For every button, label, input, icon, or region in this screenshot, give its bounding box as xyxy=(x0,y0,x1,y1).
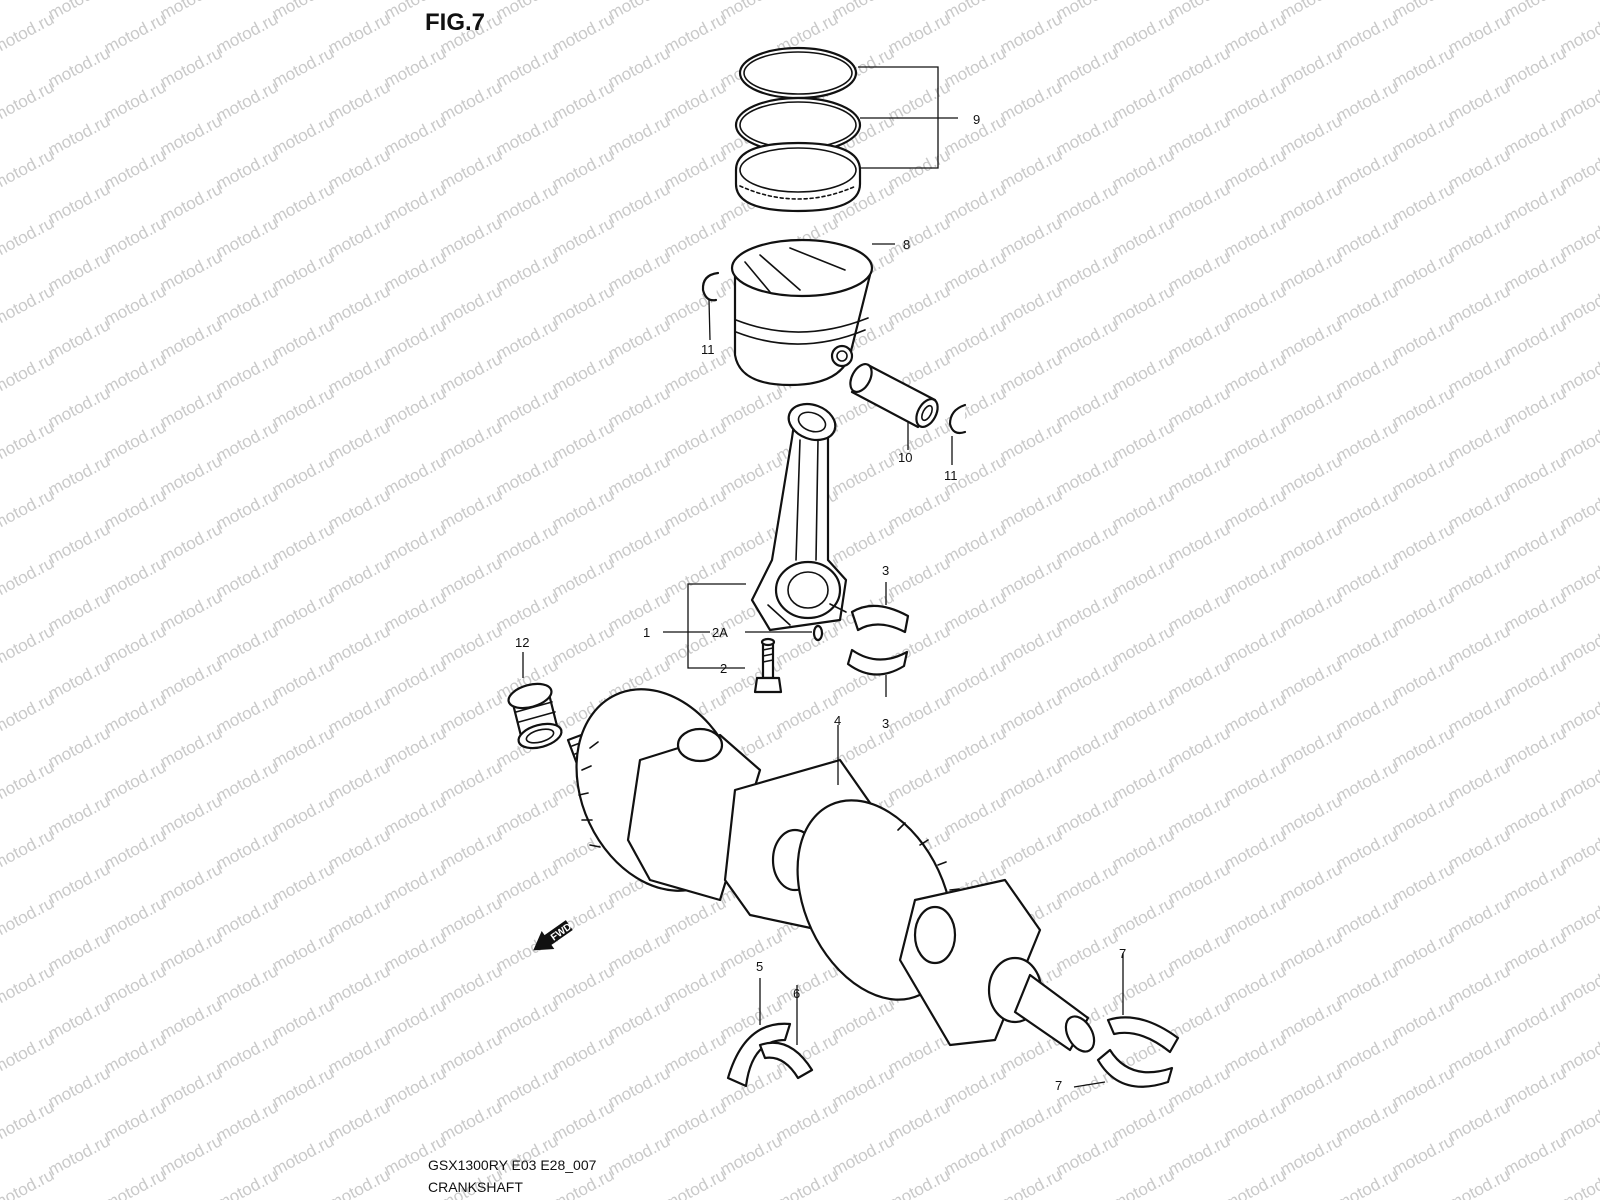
callout-2A: 2A xyxy=(712,625,728,640)
callout-1: 1 xyxy=(643,625,650,640)
circlip-left xyxy=(701,271,720,302)
connecting-rod xyxy=(750,402,848,632)
conrod-bearing-upper xyxy=(850,604,910,634)
conrod-nut xyxy=(812,624,824,642)
model-code: GSX1300RY E03 E28_007 xyxy=(428,1157,597,1173)
callout-12: 12 xyxy=(515,635,529,650)
callout-7-lower: 7 xyxy=(1055,1078,1062,1093)
callout-7-upper: 7 xyxy=(1119,946,1126,961)
callout-4: 4 xyxy=(834,713,841,728)
figure-label: FIG.7 xyxy=(425,9,485,36)
thrust-bearing-6 xyxy=(758,1041,814,1080)
thrust-bearing-5 xyxy=(726,1022,792,1088)
callout-6: 6 xyxy=(793,986,800,1001)
callout-9: 9 xyxy=(973,112,980,127)
conrod-bolt xyxy=(753,637,783,694)
callout-10: 10 xyxy=(898,450,912,465)
diagram-title: CRANKSHAFT xyxy=(428,1179,523,1195)
journal-bearing-upper xyxy=(1106,1016,1180,1054)
callout-8: 8 xyxy=(903,237,910,252)
conrod-bearing-lower xyxy=(846,648,909,676)
circlip-right xyxy=(948,403,967,435)
crankshaft xyxy=(566,688,1096,1053)
callout-11-left: 11 xyxy=(701,342,715,357)
callout-5: 5 xyxy=(756,959,763,974)
callout-11-right: 11 xyxy=(944,468,958,483)
leader-lines xyxy=(522,66,1124,1088)
piston-pin xyxy=(849,362,939,429)
callout-3-lower: 3 xyxy=(882,716,889,731)
piston xyxy=(730,238,874,387)
callout-2: 2 xyxy=(720,661,727,676)
callout-3-upper: 3 xyxy=(882,563,889,578)
piston-rings xyxy=(734,46,862,213)
bearing-12 xyxy=(507,682,563,750)
callout-numbers: 9 8 11 10 11 1 2A 2 3 3 12 4 5 6 7 7 xyxy=(515,112,1126,1093)
journal-bearing-lower xyxy=(1096,1048,1174,1088)
